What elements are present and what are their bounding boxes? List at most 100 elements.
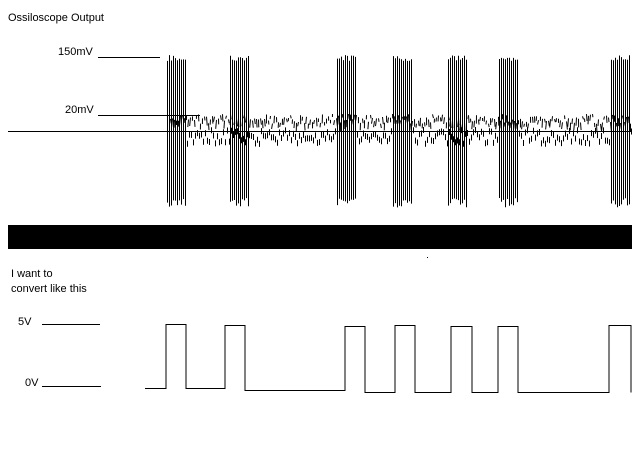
noise-stroke <box>290 115 292 119</box>
divider-bar <box>8 225 632 249</box>
noise-stroke <box>548 120 550 126</box>
noise-stroke <box>373 121 375 128</box>
noise-stroke <box>304 123 306 131</box>
noise-stroke <box>215 119 217 129</box>
noise-stroke <box>479 116 481 122</box>
noise-stroke <box>283 117 285 125</box>
noise-stroke <box>225 115 227 119</box>
scope-pulse-bursts <box>167 55 630 208</box>
noise-stroke <box>286 118 288 123</box>
noise-stroke <box>279 122 281 128</box>
noise-stroke <box>194 119 196 127</box>
conversion-note-line1: I want to <box>11 268 53 280</box>
noise-stroke <box>319 122 321 128</box>
noise-stroke <box>587 115 589 125</box>
noise-stroke <box>523 123 525 127</box>
scope-low-level-label: 20mV <box>65 104 94 116</box>
noise-stroke <box>586 114 588 121</box>
noise-stroke <box>478 119 480 125</box>
noise-stroke <box>532 116 534 123</box>
noise-stroke <box>249 119 251 128</box>
noise-stroke <box>333 120 335 126</box>
noise-stroke <box>432 114 434 119</box>
noise-stroke <box>362 118 364 124</box>
digital-high-level-label: 5V <box>18 316 32 328</box>
noise-stroke <box>510 122 512 129</box>
noise-stroke <box>559 120 561 128</box>
noise-stroke <box>443 117 445 124</box>
noise-stroke <box>271 123 273 129</box>
noise-stroke <box>309 119 311 125</box>
noise-stroke <box>254 118 256 125</box>
digital-low-level-label: 0V <box>25 377 39 389</box>
noise-stroke <box>378 118 380 122</box>
digital-square-wave <box>145 324 632 393</box>
figure-title: Ossiloscope Output <box>8 12 104 24</box>
scope-noise-trace <box>169 113 632 147</box>
noise-stroke <box>415 123 417 128</box>
noise-stroke <box>380 123 382 129</box>
noise-stroke <box>566 121 568 130</box>
noise-stroke <box>471 121 473 130</box>
noise-stroke <box>256 118 258 128</box>
noise-stroke <box>561 122 563 130</box>
noise-stroke <box>316 117 318 127</box>
noise-stroke <box>527 123 529 129</box>
noise-stroke <box>252 120 254 128</box>
noise-stroke <box>495 121 497 130</box>
noise-stroke <box>473 120 475 128</box>
conversion-note-line2: convert like this <box>11 283 87 295</box>
noise-stroke <box>428 119 430 128</box>
noise-stroke <box>293 121 295 129</box>
noise-stroke <box>606 115 608 123</box>
noise-stroke <box>544 118 546 123</box>
noise-stroke <box>367 121 369 130</box>
noise-stroke <box>206 116 208 126</box>
noise-stroke <box>264 118 266 127</box>
divider-speck <box>427 257 428 258</box>
noise-stroke <box>260 118 262 125</box>
noise-stroke <box>582 116 584 120</box>
noise-stroke <box>228 119 230 124</box>
noise-stroke <box>213 116 215 122</box>
noise-stroke <box>297 121 299 127</box>
noise-stroke <box>580 122 582 131</box>
noise-stroke <box>189 117 191 127</box>
noise-stroke <box>220 115 222 120</box>
noise-stroke <box>387 117 389 124</box>
noise-stroke <box>573 122 575 131</box>
noise-stroke <box>545 121 547 130</box>
noise-stroke <box>441 114 443 122</box>
noise-stroke <box>262 120 264 129</box>
noise-stroke <box>371 117 373 124</box>
noise-stroke <box>305 116 307 125</box>
noise-stroke <box>418 120 420 126</box>
noise-stroke <box>485 120 487 125</box>
noise-stroke <box>603 116 605 120</box>
noise-stroke <box>393 116 395 124</box>
noise-stroke <box>382 116 384 125</box>
noise-stroke <box>521 121 523 130</box>
noise-stroke <box>551 116 553 122</box>
noise-stroke <box>223 120 225 129</box>
noise-stroke <box>567 118 569 127</box>
noise-stroke <box>370 114 372 119</box>
noise-stroke <box>488 123 490 128</box>
noise-stroke <box>375 118 377 127</box>
noise-stroke <box>537 120 539 125</box>
noise-stroke <box>491 118 493 123</box>
noise-stroke <box>435 117 437 122</box>
noise-stroke <box>549 119 551 128</box>
noise-stroke <box>494 119 496 127</box>
noise-stroke <box>554 118 556 123</box>
noise-stroke <box>313 119 315 125</box>
noise-stroke <box>555 118 557 123</box>
noise-stroke <box>589 114 591 121</box>
noise-stroke <box>187 119 189 128</box>
noise-stroke <box>571 118 573 125</box>
noise-stroke <box>468 115 470 124</box>
scope-high-level-label: 150mV <box>58 46 93 58</box>
noise-stroke <box>424 122 426 127</box>
noise-stroke <box>273 115 275 124</box>
